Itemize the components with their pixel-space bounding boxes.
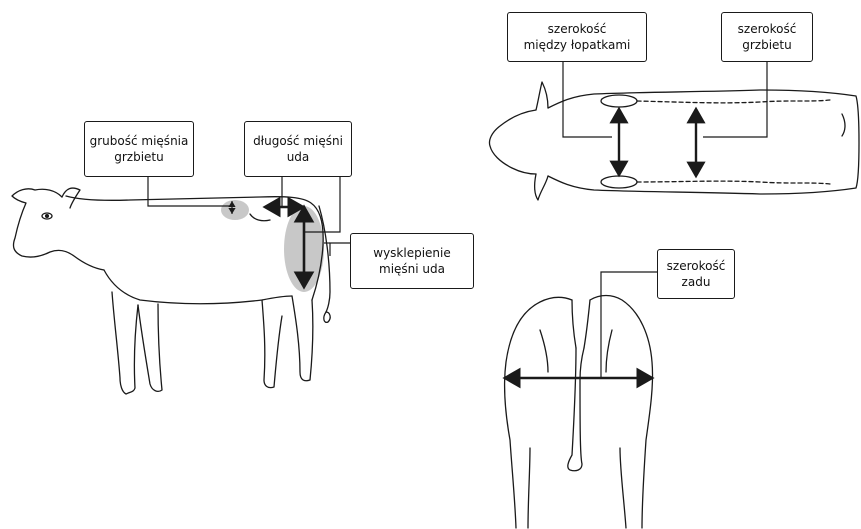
shoulder-blade-top (601, 95, 637, 107)
label-back-muscle-thickness-line2: grzbietu (90, 149, 189, 165)
label-thigh-muscle-length-line2: uda (253, 149, 343, 165)
label-thigh-muscle-convexity-line1: wysklepienie (373, 245, 451, 261)
label-thigh-muscle-convexity: wysklepienie mięśni uda (350, 233, 474, 289)
calf-rear-view (505, 296, 653, 529)
label-shoulder-width: szerokość między łopatkami (507, 12, 647, 62)
label-back-width-line1: szerokość (738, 21, 797, 37)
label-rump-width: szerokość zadu (657, 249, 735, 299)
calf-side-view (12, 188, 330, 394)
label-back-width: szerokość grzbietu (721, 12, 813, 62)
label-thigh-muscle-length: długość mięśni uda (244, 121, 352, 177)
label-shoulder-width-line2: między łopatkami (524, 37, 631, 53)
rear-view-measurements (505, 272, 660, 378)
label-back-muscle-thickness-line1: grubość mięśnia (90, 133, 189, 149)
side-view-measurements (148, 176, 352, 287)
label-thigh-muscle-convexity-line2: mięśni uda (373, 261, 451, 277)
label-back-muscle-thickness: grubość mięśnia grzbietu (84, 121, 194, 177)
label-rump-width-line1: szerokość (667, 258, 726, 274)
back-muscle-highlight (221, 200, 249, 220)
top-view-measurements (563, 61, 767, 176)
label-rump-width-line2: zadu (667, 274, 726, 290)
label-back-width-line2: grzbietu (738, 37, 797, 53)
label-thigh-muscle-length-line1: długość mięśni (253, 133, 343, 149)
calf-top-view (489, 82, 859, 200)
label-shoulder-width-line1: szerokość (524, 21, 631, 37)
shoulder-blade-bottom (601, 176, 637, 188)
